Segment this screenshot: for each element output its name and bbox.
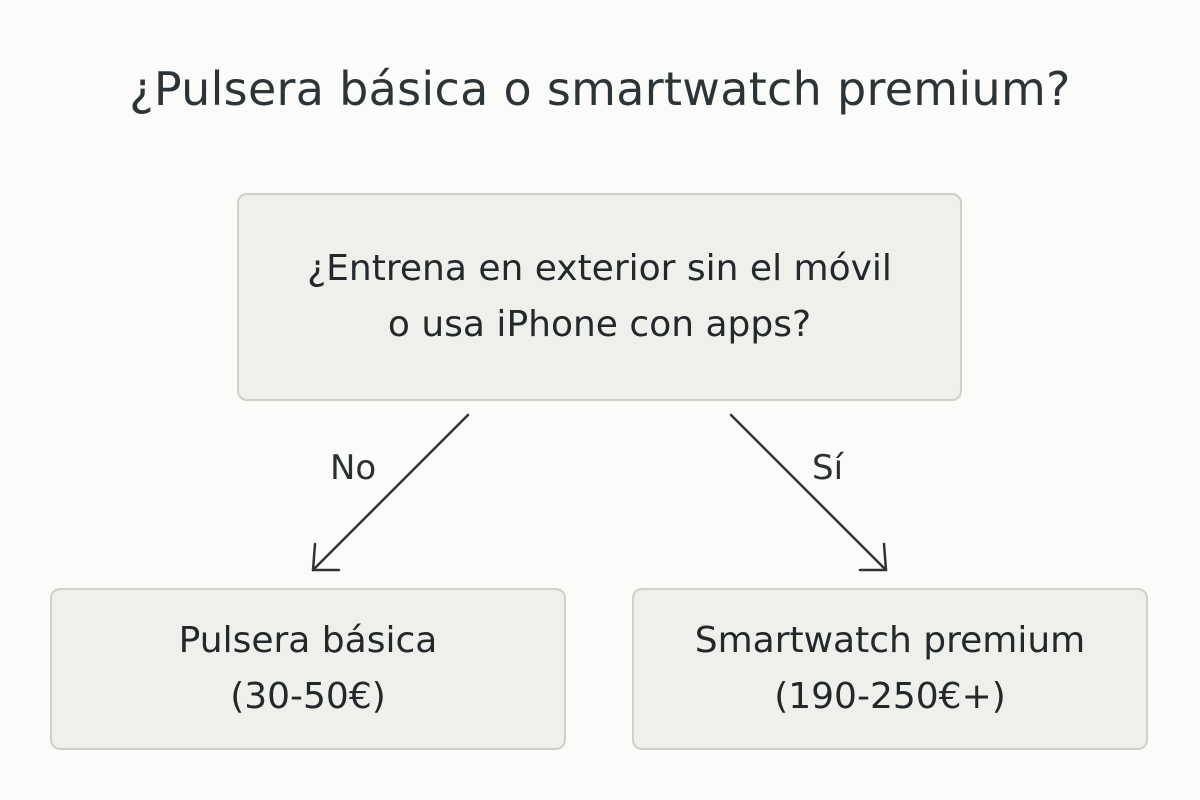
- edge-label-no: No: [330, 448, 377, 488]
- edge-si-arrowhead: [858, 542, 888, 572]
- edge-si-line: [729, 413, 888, 572]
- node-question: ¿Entrena en exterior sin el móvil o usa …: [237, 193, 962, 401]
- node-outcome-premium-smartwatch: Smartwatch premium (190-250€+): [632, 588, 1148, 750]
- node-question-line-2: o usa iPhone con apps?: [387, 304, 812, 345]
- diagram-title: ¿Pulsera básica o smartwatch premium?: [129, 62, 1071, 116]
- edge-label-si: Sí: [812, 448, 844, 488]
- node-outcome-basic-band: Pulsera básica (30-50€): [50, 588, 566, 750]
- node-question-line-1: ¿Entrena en exterior sin el móvil: [307, 248, 892, 289]
- node-outcome-premium-smartwatch-line-2: (190-250€+): [774, 676, 1006, 717]
- node-outcome-premium-smartwatch-line-1: Smartwatch premium: [694, 620, 1086, 661]
- edge-no-line: [311, 413, 470, 572]
- edge-si: [729, 413, 888, 572]
- edge-no: [311, 413, 470, 572]
- node-outcome-basic-band-line-2: (30-50€): [230, 676, 386, 717]
- edge-no-arrowhead: [311, 542, 341, 572]
- node-outcome-basic-band-line-1: Pulsera básica: [178, 620, 438, 661]
